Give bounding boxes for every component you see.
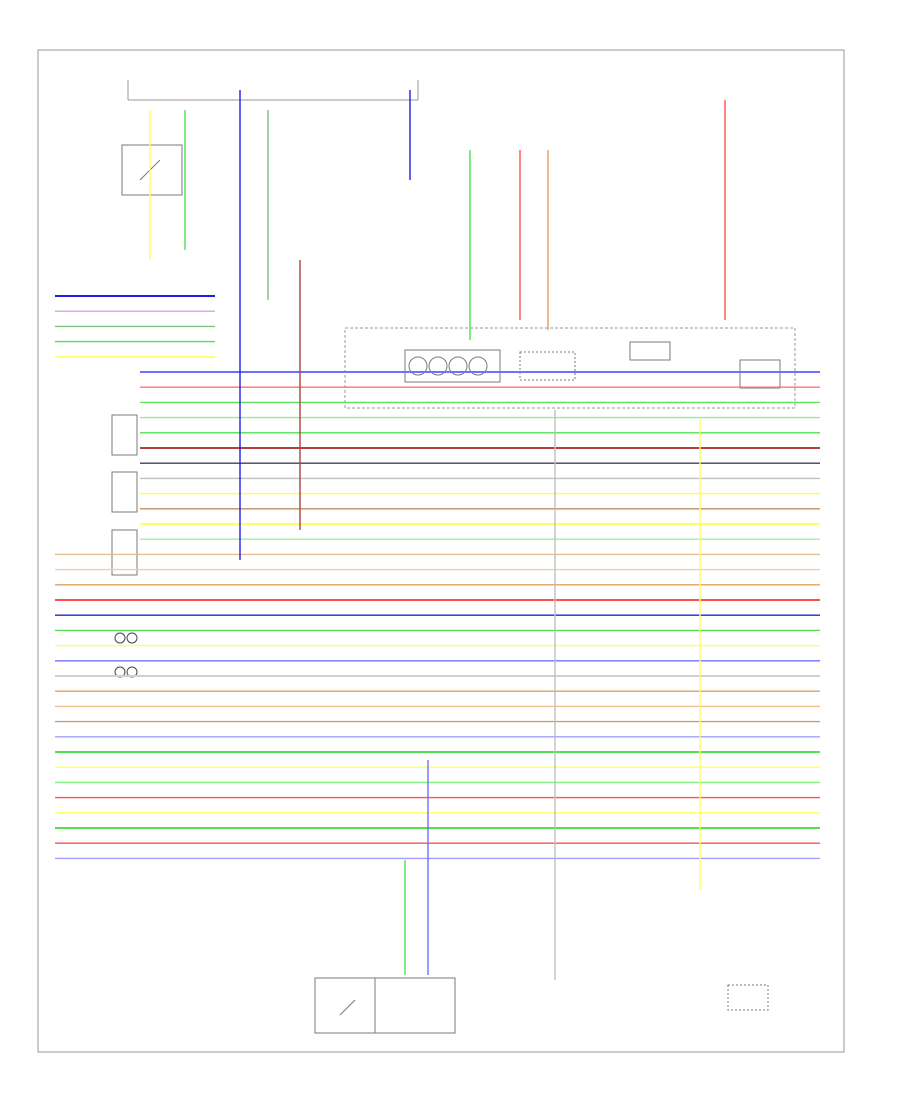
bottom-right-box bbox=[727, 984, 769, 1011]
wire-layer bbox=[55, 90, 820, 980]
control-module-box bbox=[121, 144, 183, 196]
sensor-box-3 bbox=[111, 529, 138, 576]
central-assembly-box bbox=[344, 327, 796, 409]
sensor-box-1 bbox=[111, 414, 138, 456]
gauge-2 bbox=[428, 356, 448, 376]
gauge-3 bbox=[448, 356, 468, 376]
gauge-4 bbox=[468, 356, 488, 376]
gauge-1 bbox=[408, 356, 428, 376]
sensor-box-2 bbox=[111, 471, 138, 513]
indicator-box bbox=[519, 351, 576, 381]
right-module-box bbox=[739, 359, 781, 389]
gauge-cluster-box bbox=[404, 349, 501, 383]
bottom-switch-blade bbox=[339, 999, 356, 1016]
bottom-switch-box bbox=[314, 977, 456, 1034]
diagram-border bbox=[37, 49, 845, 1053]
relay-2 bbox=[126, 632, 138, 644]
relay-1 bbox=[114, 632, 126, 644]
display-box bbox=[629, 341, 671, 361]
